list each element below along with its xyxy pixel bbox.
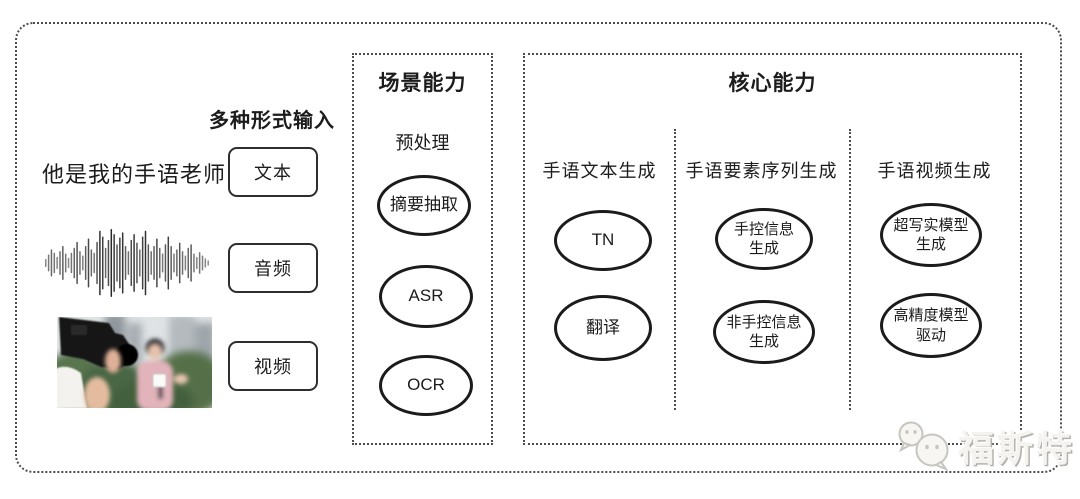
input-node-audio: 音频 (228, 243, 318, 293)
node-manual-info-gen: 手控信息 生成 (715, 208, 813, 270)
input-node-text-label: 文本 (254, 163, 292, 183)
core-capability-title: 核心能力 (728, 72, 817, 95)
column-header-sign-video: 手语视频生成 (877, 161, 992, 181)
input-node-video-label: 视频 (254, 357, 292, 377)
watermark-text: 福斯特 (958, 428, 1076, 469)
node-summary-extraction: 摘要抽取 (377, 175, 471, 236)
photo-cameraman (57, 317, 138, 408)
node-asr: ASR (379, 265, 473, 328)
video-thumbnail-image (57, 317, 212, 408)
input-node-video: 视频 (228, 341, 318, 391)
node-tn: TN (554, 210, 652, 271)
input-node-text: 文本 (228, 147, 318, 197)
node-hyperreal-model-gen: 超写实模型 生成 (880, 203, 982, 267)
node-translate: 翻译 (554, 295, 652, 361)
column-divider-1 (674, 129, 676, 410)
node-ocr: OCR (379, 355, 473, 416)
outer-dashed-border (15, 22, 1062, 473)
column-divider-2 (849, 129, 851, 410)
column-header-sign-element: 手语要素序列生成 (685, 161, 838, 181)
input-node-audio-label: 音频 (254, 259, 292, 279)
preprocess-label: 预处理 (395, 133, 450, 153)
watermark: 福斯特 (896, 420, 1075, 472)
node-high-precision-model-drive: 高精度模型 驱动 (880, 293, 982, 358)
sample-sentence-text: 他是我的手语老师 (42, 162, 227, 187)
scene-capability-title: 场景能力 (378, 72, 467, 95)
chat-bubbles-icon (898, 421, 949, 472)
scene-capability-box: 场景能力 预处理 摘要抽取 ASR OCR (352, 53, 493, 445)
input-section-heading: 多种形式输入 (209, 110, 335, 132)
node-non-manual-info-gen: 非手控信息 生成 (713, 300, 815, 364)
core-capability-box: 核心能力 手语文本生成 手语要素序列生成 手语视频生成 TN 翻译 手控信息 生… (523, 53, 1022, 445)
photo-mic-flag (152, 373, 167, 388)
audio-waveform-icon (45, 229, 209, 297)
column-header-sign-text: 手语文本生成 (542, 161, 657, 181)
